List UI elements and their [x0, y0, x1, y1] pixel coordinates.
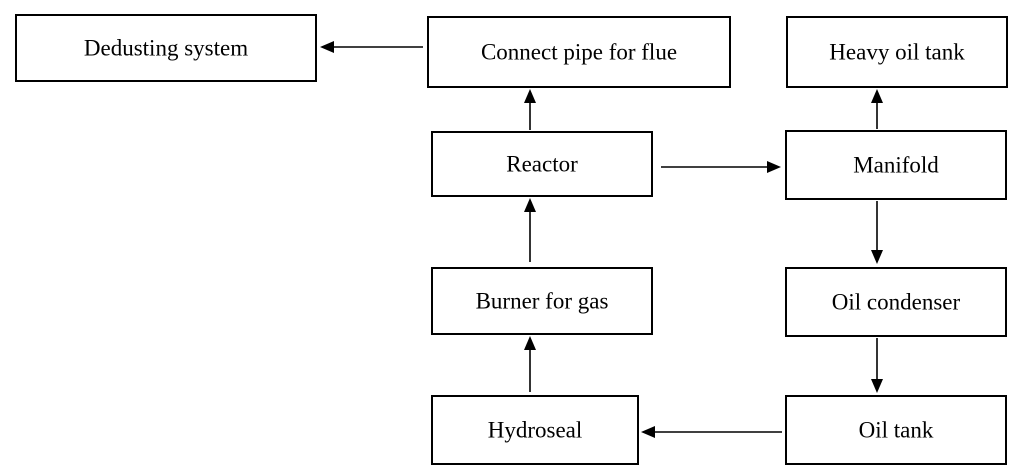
- node-hydroseal: Hydroseal: [431, 395, 639, 465]
- node-label: Oil tank: [859, 418, 934, 443]
- node-label: Reactor: [506, 152, 578, 177]
- edge-connect-pipe-to-dedusting: [320, 41, 423, 53]
- edge-reactor-to-connect-pipe: [524, 89, 536, 130]
- edge-oil-tank-to-hydroseal: [641, 426, 782, 438]
- node-connect-pipe-for-flue: Connect pipe for flue: [427, 16, 731, 88]
- node-label: Dedusting system: [84, 36, 248, 61]
- node-heavy-oil-tank: Heavy oil tank: [786, 16, 1008, 88]
- edge-hydroseal-to-burner: [524, 336, 536, 392]
- edge-manifold-to-oil-condenser: [871, 201, 883, 264]
- node-label: Burner for gas: [476, 289, 609, 314]
- node-manifold: Manifold: [785, 130, 1007, 200]
- edge-reactor-to-manifold: [661, 161, 781, 173]
- node-label: Oil condenser: [832, 290, 961, 315]
- node-label: Manifold: [853, 153, 939, 178]
- node-dedusting-system: Dedusting system: [15, 14, 317, 82]
- node-oil-condenser: Oil condenser: [785, 267, 1007, 337]
- node-label: Hydroseal: [488, 418, 583, 443]
- edge-burner-to-reactor: [524, 198, 536, 262]
- node-oil-tank: Oil tank: [785, 395, 1007, 465]
- edge-oil-condenser-to-oil-tank: [871, 338, 883, 393]
- node-burner-for-gas: Burner for gas: [431, 267, 653, 335]
- node-label: Connect pipe for flue: [481, 40, 677, 65]
- edge-manifold-to-heavy-oil-tank: [871, 89, 883, 129]
- node-reactor: Reactor: [431, 131, 653, 197]
- node-label: Heavy oil tank: [829, 40, 965, 65]
